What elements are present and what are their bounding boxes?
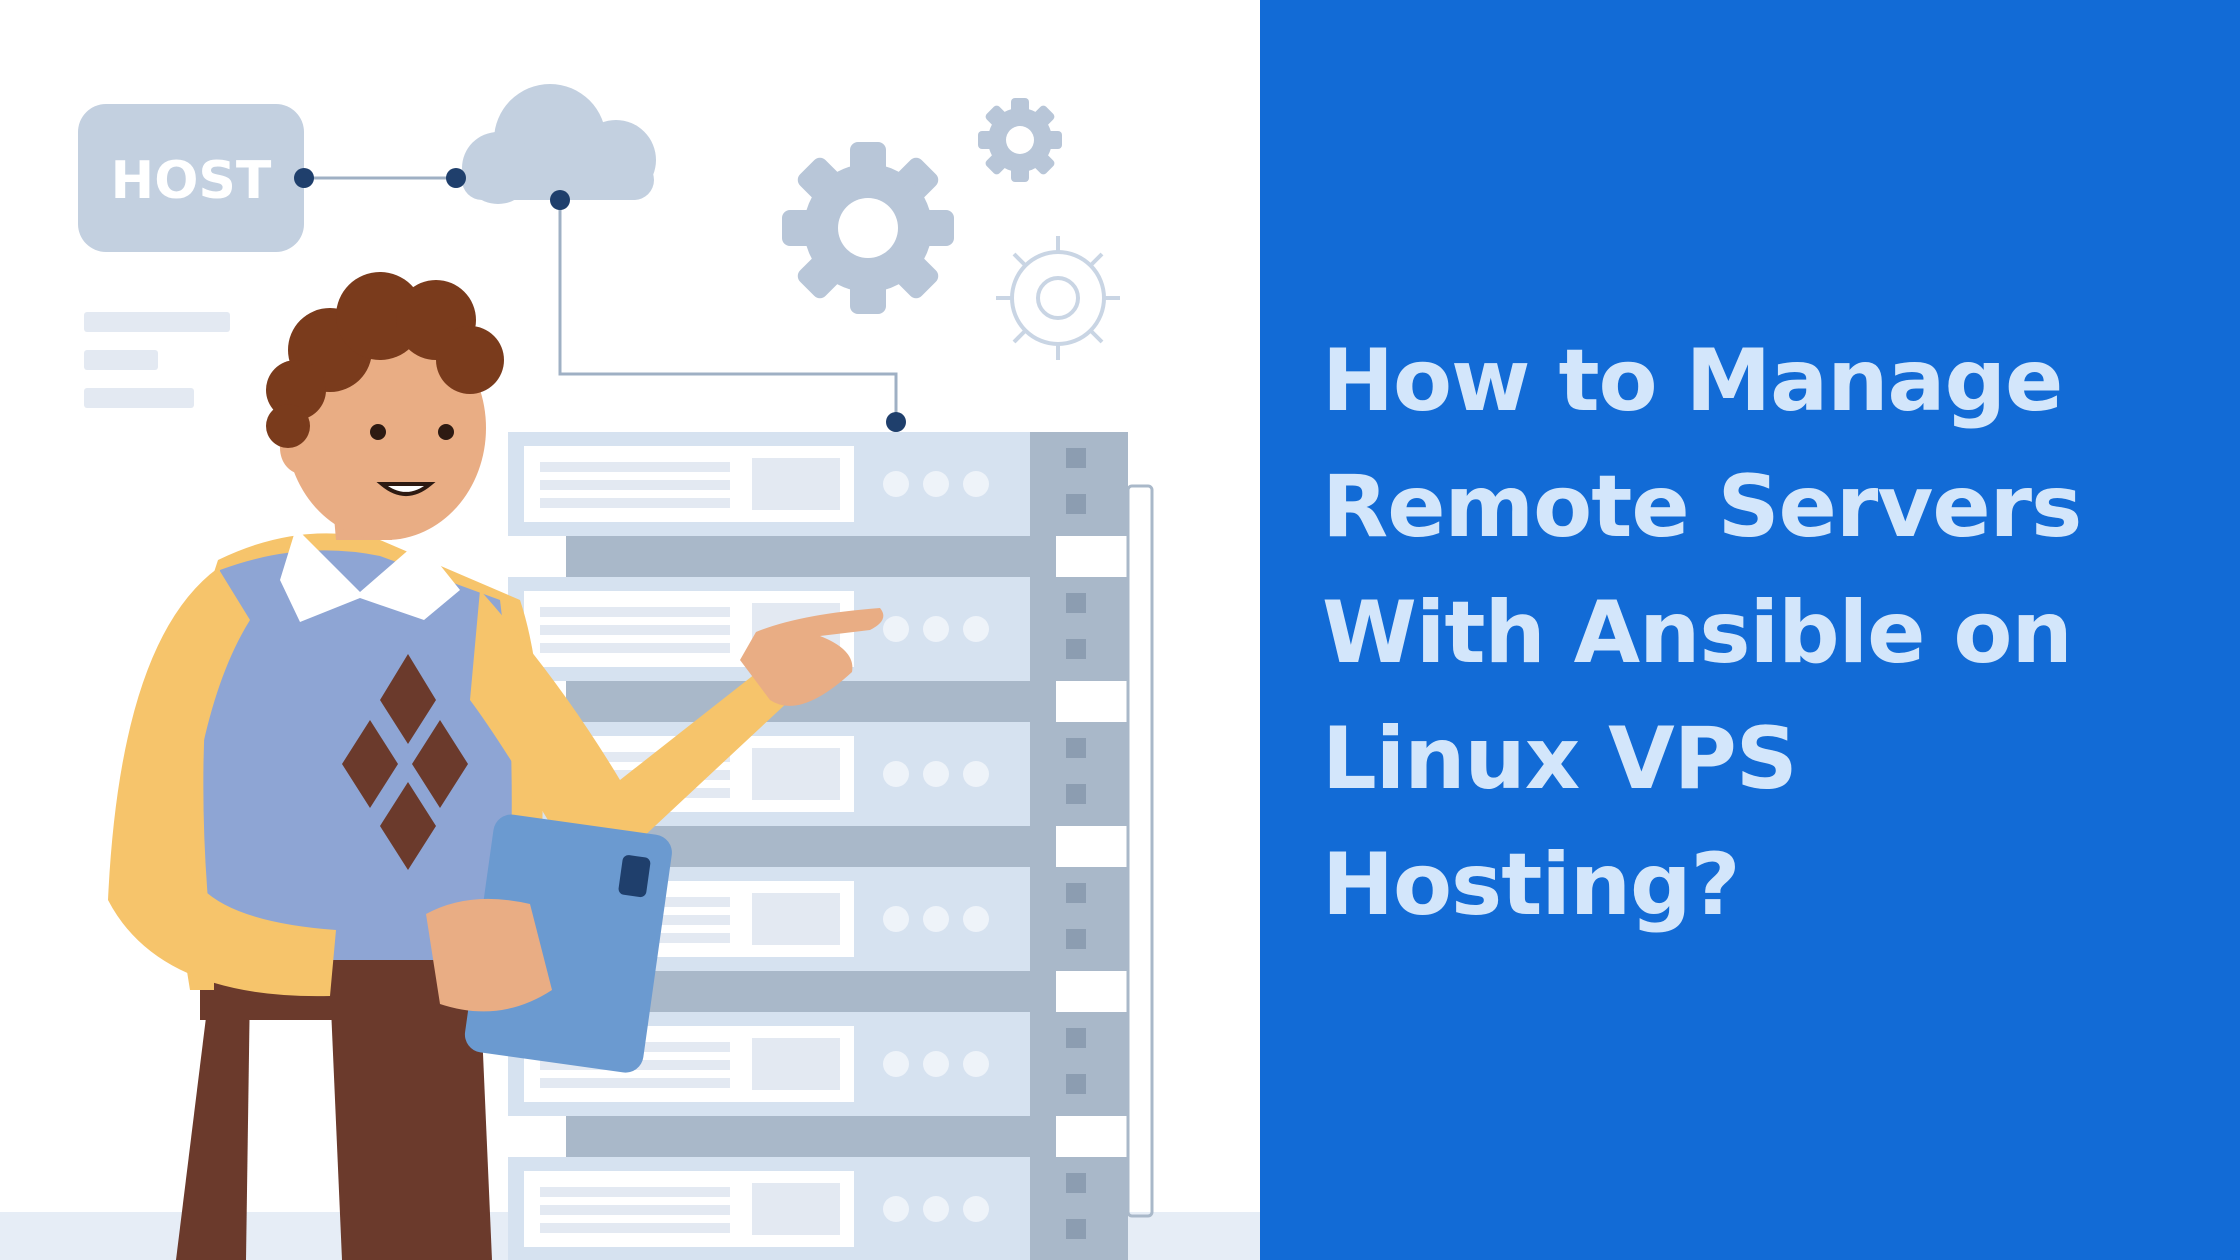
tablet-icon (464, 814, 672, 1073)
network-nodes (294, 168, 906, 432)
hair (266, 272, 504, 448)
right-arm (470, 590, 790, 850)
cloud-icon (462, 84, 656, 204)
headline-line-2: Remote Servers (1322, 457, 2082, 557)
right-leg (330, 985, 492, 1260)
server-illustration: HOST (0, 84, 1260, 1260)
host-box: HOST (78, 104, 304, 252)
argyle-pattern (342, 654, 468, 870)
left-leg (176, 985, 250, 1260)
outline-gear-icon (996, 236, 1120, 360)
decorative-lines (84, 312, 230, 408)
host-label: HOST (111, 151, 272, 211)
title-panel: How to Manage Remote Servers With Ansibl… (1260, 0, 2240, 1260)
small-gear-icon (978, 98, 1062, 182)
headline-line-3: With Ansible on (1322, 583, 2073, 683)
headline-line-5: Hosting? (1322, 835, 1741, 935)
illustration-panel: HOST (0, 84, 1260, 1260)
left-arm (108, 568, 336, 997)
person-illustration (108, 272, 884, 1260)
headline: How to Manage Remote Servers With Ansibl… (1322, 318, 2202, 948)
holding-hand (426, 898, 552, 1012)
gear-icon (782, 142, 954, 314)
headline-line-1: How to Manage (1322, 331, 2063, 431)
headline-line-4: Linux VPS (1322, 709, 1798, 809)
pointing-hand (740, 608, 884, 706)
network-connectors (304, 176, 898, 420)
shirt-collar (280, 528, 460, 622)
